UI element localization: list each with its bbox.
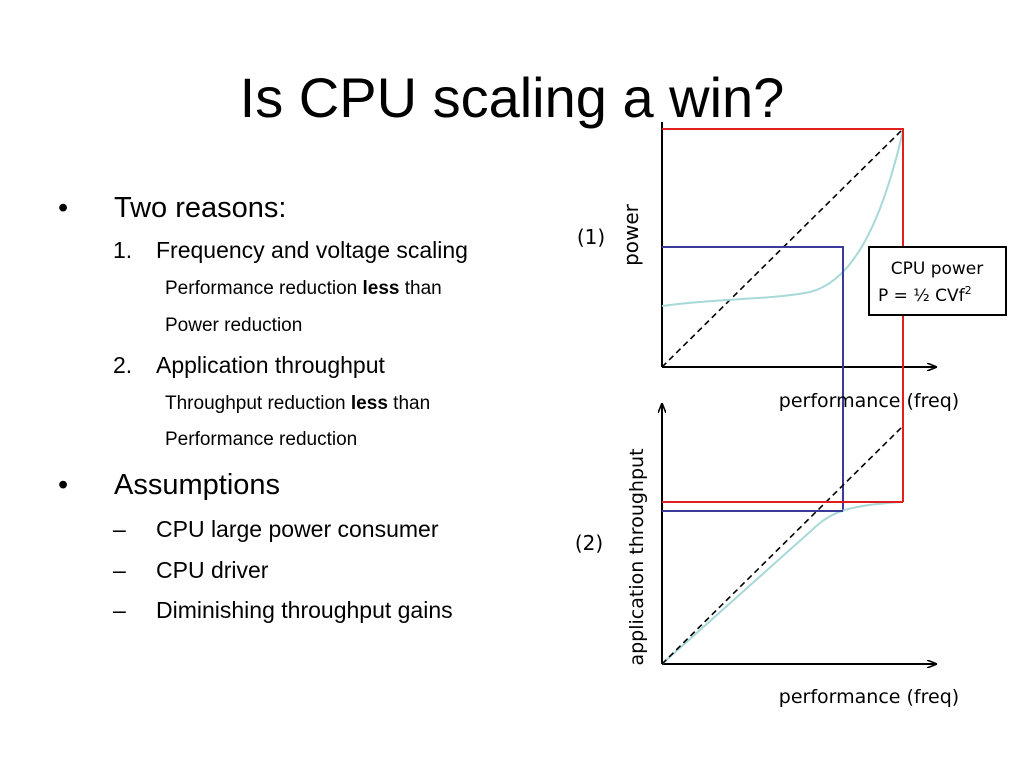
number-marker: 2. <box>113 352 133 378</box>
graph-2-number: (2) <box>575 531 603 555</box>
throughput-graph-x-label: performance (freq) <box>779 686 959 708</box>
power-axis-label: power <box>619 203 643 266</box>
throughput-curve <box>661 501 904 665</box>
formula-title: CPU power <box>891 259 984 279</box>
assumption-text: CPU driver <box>156 557 269 583</box>
reason-2-detail-b: Performance reduction <box>165 429 358 450</box>
formula-box-border <box>868 246 1007 316</box>
bullet-list: • Two reasons: 1. Frequency and voltage … <box>58 192 468 623</box>
reason-2-detail-a: Throughput reduction less than <box>165 391 430 417</box>
formula-exponent: 2 <box>965 284 972 297</box>
detail-text: than <box>387 393 431 414</box>
formula-equation: P = ½ CVf2 <box>878 284 972 306</box>
slide-title: Is CPU scaling a win? <box>239 66 785 129</box>
emphasis-text: less <box>362 278 400 299</box>
dash-marker: – <box>113 557 126 583</box>
detail-text: Performance reduction <box>165 278 363 299</box>
detail-text: than <box>399 278 442 299</box>
reason-text: Frequency and voltage scaling <box>156 237 468 263</box>
formula-equation-main: P = ½ CVf <box>878 286 966 306</box>
emphasis-text: less <box>350 393 388 414</box>
power-graph-x-label: performance (freq) <box>779 390 959 412</box>
bullet-marker: • <box>58 469 69 501</box>
bullet-text: Assumptions <box>114 469 281 501</box>
number-marker: 1. <box>113 237 133 263</box>
throughput-reference-line <box>661 425 904 665</box>
formula-box: CPU power P = ½ CVf2 <box>868 246 1007 316</box>
reason-text: Application throughput <box>156 352 385 378</box>
bullet-marker: • <box>58 192 69 224</box>
graph-1-number: (1) <box>577 225 605 249</box>
throughput-axis-label: application throughput <box>626 448 648 665</box>
bullet-text: Two reasons: <box>114 192 287 224</box>
power-curve <box>661 130 904 307</box>
power-full-freq-rectangle <box>662 128 904 502</box>
reason-1-detail-a: Performance reduction less than <box>165 276 442 302</box>
dash-marker: – <box>113 516 126 542</box>
power-graph <box>661 122 936 511</box>
power-reduced-freq-rectangle <box>662 246 844 511</box>
reason-1-detail-b: Power reduction <box>165 315 303 336</box>
power-graph-reference-line <box>661 128 904 368</box>
detail-text: Throughput reduction <box>165 393 351 414</box>
assumption-text: CPU large power consumer <box>156 516 439 542</box>
assumption-text: Diminishing throughput gains <box>156 597 453 623</box>
dash-marker: – <box>113 597 126 623</box>
throughput-graph <box>662 404 936 664</box>
